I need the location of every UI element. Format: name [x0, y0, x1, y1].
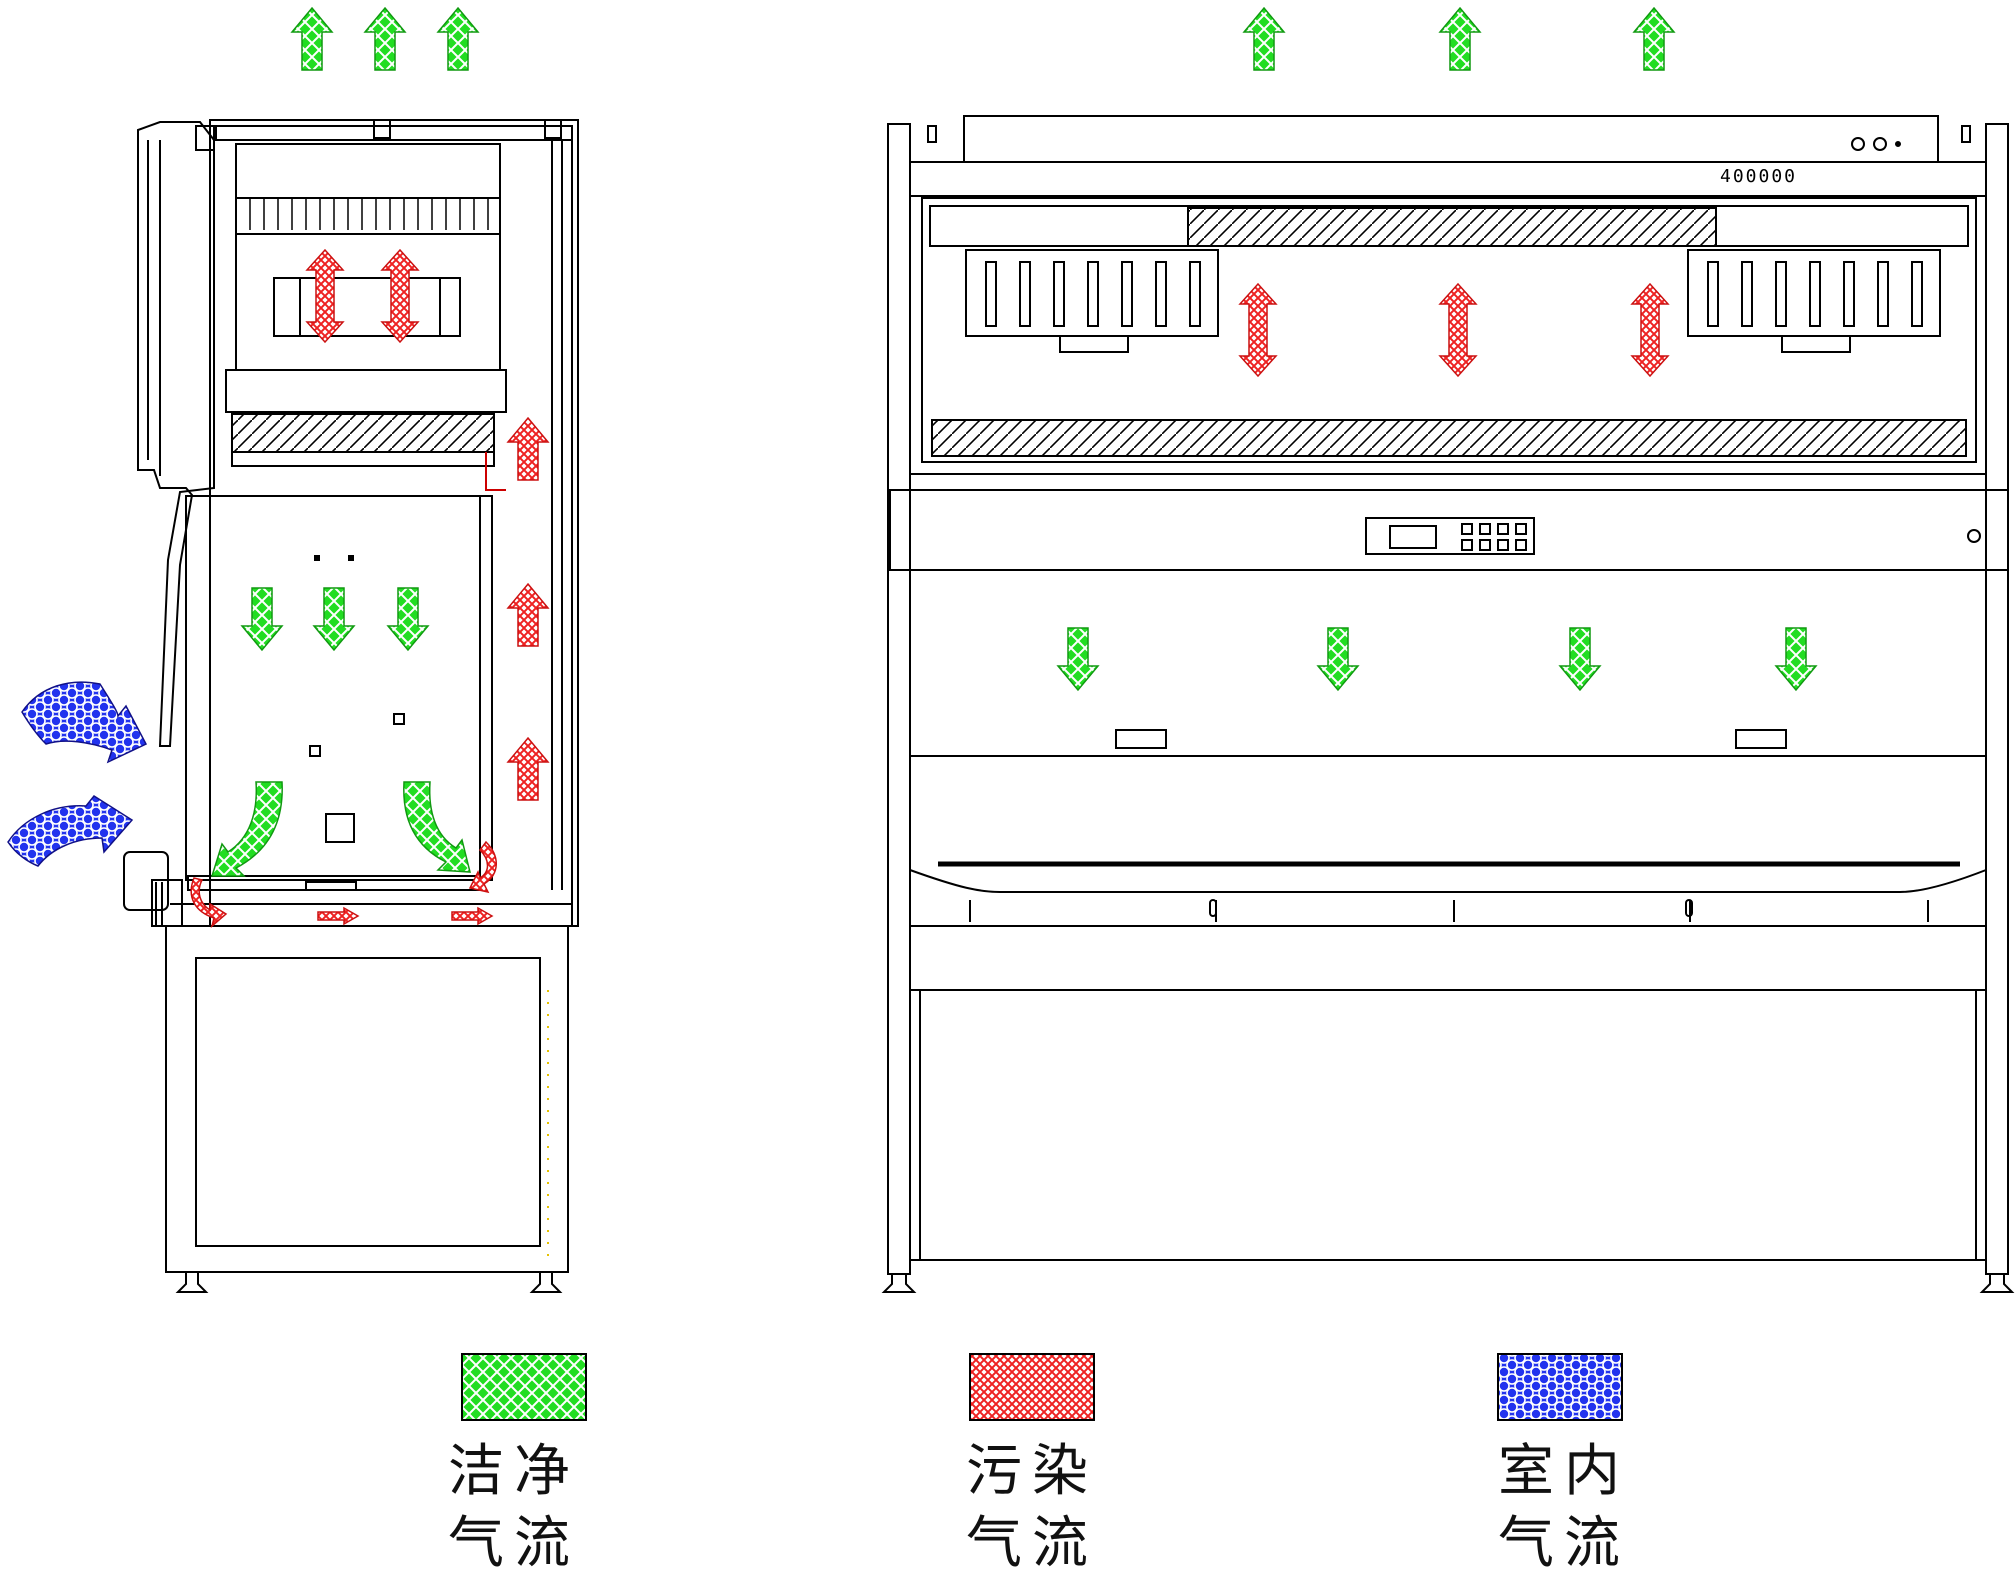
- exhaust-filter-pleats: [235, 197, 501, 235]
- legend-label-room: 室内 气流: [1498, 1436, 1630, 1580]
- key-lock-icon: [1967, 529, 1981, 543]
- red-arrow-icon: [1239, 283, 1277, 377]
- foot: [881, 1274, 917, 1293]
- foot: [175, 1272, 209, 1293]
- front-sash: [137, 121, 215, 747]
- blue-curved-arrow-icon: [21, 681, 148, 764]
- green-arrow-icon: [1439, 7, 1481, 71]
- legend-clean-line1: 洁净: [448, 1439, 580, 1504]
- red-arrow-icon: [468, 840, 497, 894]
- control-panel: [889, 489, 2009, 571]
- legend-label-contaminated: 污染 气流: [966, 1436, 1098, 1580]
- panel-display: 400000: [1720, 166, 1797, 187]
- legend-contaminated-line1: 污染: [966, 1439, 1098, 1504]
- legend-swatch-clean: [461, 1353, 587, 1421]
- green-arrow-icon: [1243, 7, 1285, 71]
- green-arrow-icon: [1057, 627, 1099, 691]
- legend-label-clean: 洁净 气流: [448, 1436, 580, 1580]
- legend-room-line2: 气流: [1498, 1511, 1630, 1576]
- control-buttons: [1461, 523, 1527, 551]
- green-arrow-icon: [1633, 7, 1675, 71]
- green-arrow-icon: [364, 7, 406, 71]
- green-arrow-icon: [403, 781, 471, 873]
- red-arrow-icon: [507, 417, 549, 481]
- front-plenum: [921, 197, 1977, 463]
- front-airflow: [1057, 283, 1817, 691]
- red-arrow-icon: [507, 737, 549, 801]
- legend-swatch-contaminated: [969, 1353, 1095, 1421]
- exhaust-box: [963, 115, 1939, 163]
- front-base: [909, 925, 1987, 991]
- control-display: [1365, 517, 1535, 555]
- supply-hepa-filter: [231, 413, 495, 453]
- right-post: [1985, 123, 2009, 1275]
- green-arrow-icon: [387, 587, 429, 651]
- supply-frame: [225, 369, 507, 413]
- front-stand: [919, 989, 1977, 1261]
- side-stand: [165, 925, 569, 1273]
- green-arrow-icon: [291, 7, 333, 71]
- work-zone: [185, 495, 493, 881]
- legend: [461, 1353, 1623, 1421]
- green-arrow-icon: [1317, 627, 1359, 691]
- exhaust-plenum: [235, 143, 501, 199]
- left-post: [887, 123, 911, 1275]
- legend-room-line1: 室内: [1498, 1439, 1630, 1504]
- side-stand-panel: [195, 957, 541, 1247]
- legend-swatch-room: [1497, 1353, 1623, 1421]
- red-arrow-icon: [1439, 283, 1477, 377]
- legend-contaminated-line2: 气流: [966, 1511, 1098, 1576]
- supply-hepa-filter-front: [931, 419, 1967, 457]
- front-exhaust-arrows: [1243, 7, 1675, 71]
- side-top-rail: [215, 125, 573, 141]
- green-arrow-icon: [241, 587, 283, 651]
- fan-box: [273, 277, 461, 337]
- red-arrow-icon: [1631, 283, 1669, 377]
- red-arrow-icon: [317, 907, 359, 925]
- foot: [1979, 1274, 2015, 1293]
- red-arrow-icon: [306, 249, 344, 343]
- exhaust-hepa-filter: [1187, 207, 1717, 247]
- red-arrow-icon: [507, 583, 549, 647]
- side-exhaust-arrows: [291, 7, 479, 71]
- legend-clean-line2: 气流: [448, 1511, 580, 1576]
- green-arrow-icon: [313, 587, 355, 651]
- green-arrow-icon: [210, 781, 283, 877]
- blue-curved-arrow-icon: [7, 795, 134, 867]
- foot: [529, 1272, 563, 1293]
- front-view-cabinet: 400000: [881, 7, 2015, 1293]
- green-arrow-icon: [1559, 627, 1601, 691]
- green-arrow-icon: [437, 7, 479, 71]
- green-arrow-icon: [1775, 627, 1817, 691]
- side-view-cabinet: [123, 7, 579, 1293]
- red-arrow-icon: [381, 249, 419, 343]
- red-arrow-icon: [451, 907, 493, 925]
- front-window: [909, 569, 1987, 927]
- side-airflow: [7, 249, 549, 929]
- red-arrow-icon: [190, 877, 228, 929]
